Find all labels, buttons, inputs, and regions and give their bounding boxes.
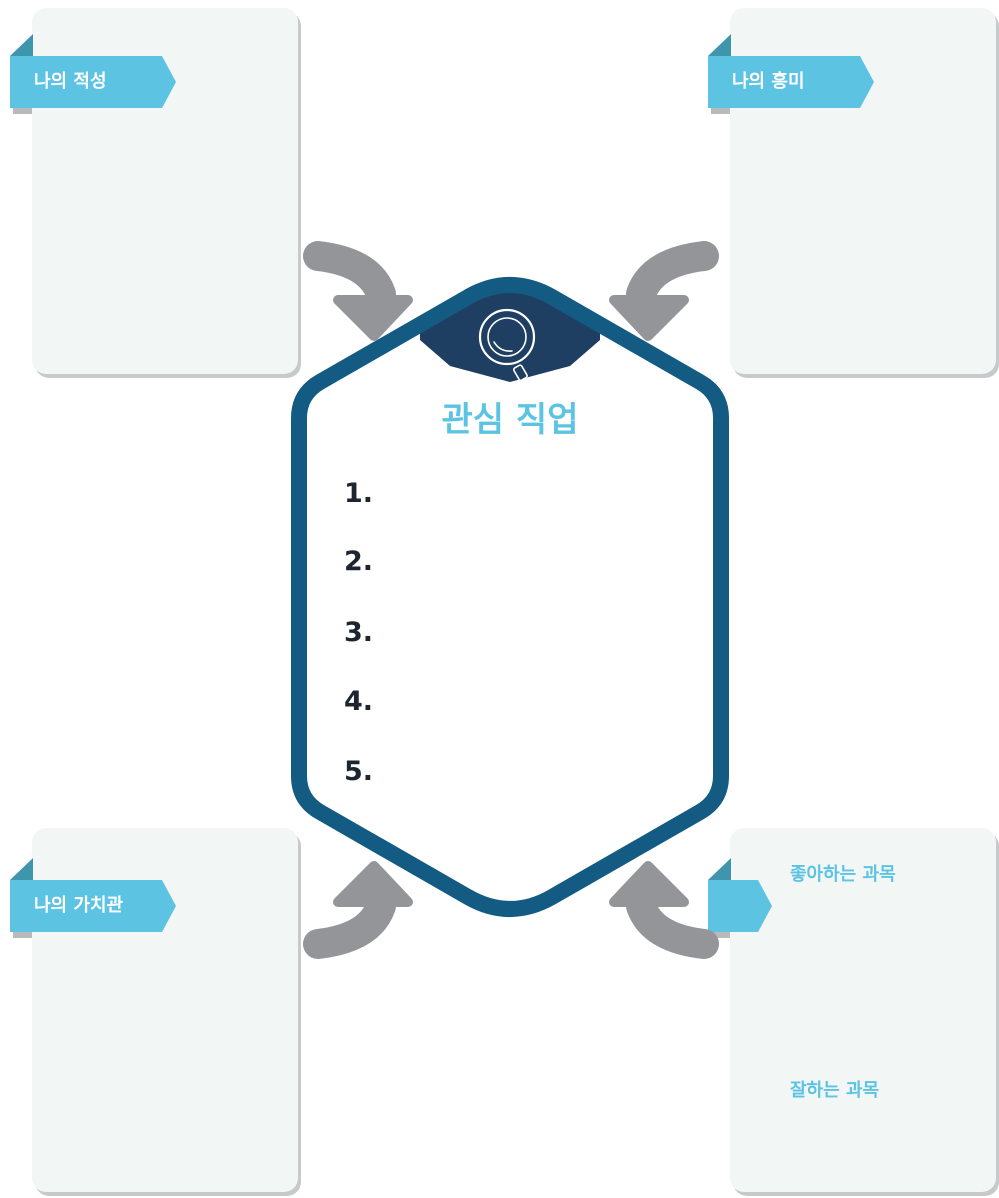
magnifier-icon <box>478 308 536 382</box>
subjects-tag <box>708 880 772 932</box>
subjects-tag-shadow <box>711 932 730 938</box>
arrow-top-left-icon <box>303 241 413 341</box>
arrow-bottom-left-icon <box>303 861 413 959</box>
values-label: 나의 가치관 <box>34 895 124 916</box>
hexagon-border <box>291 277 729 917</box>
good-subjects-label: 잘하는 과목 <box>790 1080 880 1101</box>
aptitude-tag: 나의 적성 <box>10 56 176 108</box>
arrow-top-right-icon <box>609 241 719 341</box>
hexagon-body <box>299 285 721 909</box>
center-title: 관심 직업 <box>441 400 579 440</box>
subjects-card <box>730 828 996 1192</box>
aptitude-label: 나의 적성 <box>34 71 107 92</box>
list-item: 2. <box>344 546 374 577</box>
arrow-bottom-right-icon <box>609 861 719 959</box>
liked-subjects-label: 좋아하는 과목 <box>790 864 896 885</box>
interest-label: 나의 흥미 <box>732 71 805 92</box>
list-item: 3. <box>344 617 374 648</box>
list-item: 1. <box>344 478 374 509</box>
interest-tag-shadow <box>711 108 730 114</box>
values-tag: 나의 가치관 <box>10 880 176 932</box>
interest-tag: 나의 흥미 <box>708 56 874 108</box>
values-tag-shadow <box>13 932 32 938</box>
aptitude-tag-shadow <box>13 108 32 114</box>
list-item: 5. <box>344 756 374 787</box>
list-item: 4. <box>344 686 374 717</box>
